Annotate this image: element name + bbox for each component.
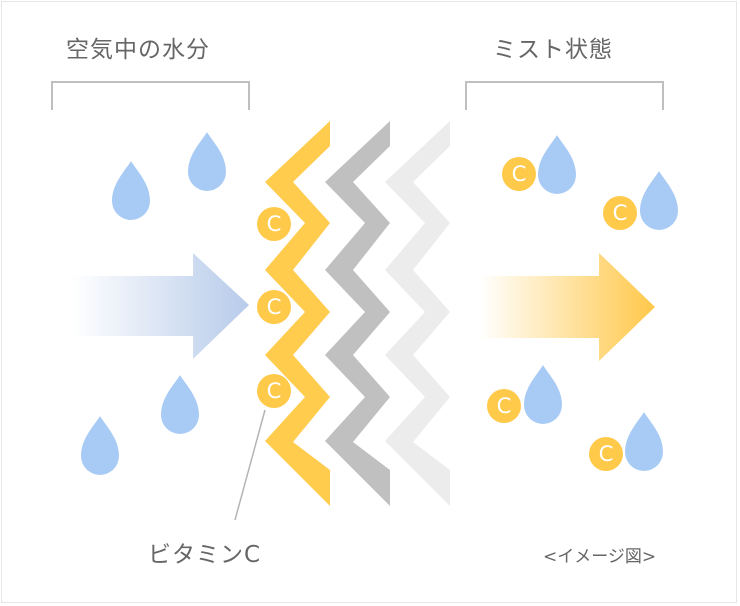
arrow-right-icon-mist [480, 253, 655, 361]
vitamin-c-badge-circle [502, 157, 536, 191]
image-note: <イメージ図> [543, 547, 657, 567]
vitamin-c-badge-letter: C [613, 201, 628, 226]
vitamin-c-badge-circle [257, 374, 291, 408]
title-moisture-in-air: 空気中の水分 [66, 37, 210, 63]
vitamin-c-badge-icon: C [487, 389, 521, 423]
vitamin-c-badge-icon: C [603, 196, 637, 230]
vitamin-c-label: ビタミンC [148, 542, 262, 568]
title-mist-state: ミスト状態 [493, 37, 613, 63]
vitamin-c-badge-letter: C [497, 394, 512, 419]
water-drop-icon [625, 412, 663, 471]
vitamin-c-leader-line [234, 409, 266, 521]
filter-zigzag-yellow [265, 121, 330, 506]
filter-zigzag-light [385, 121, 450, 506]
vitamin-c-badge-icon: C [257, 374, 291, 408]
vitamin-c-badge-circle [257, 207, 291, 241]
vitamin-c-badge-circle [589, 437, 623, 471]
vitamin-c-badge-letter: C [267, 295, 282, 320]
filter-zigzag-gray [325, 121, 390, 506]
vitamin-c-badge-letter: C [512, 162, 527, 187]
water-drop-icon [161, 375, 199, 434]
vitamin-c-badge-letter: C [599, 442, 614, 467]
vitamin-c-badge-icon: C [257, 290, 291, 324]
vitamin-c-badge-letter: C [267, 212, 282, 237]
water-drop-icon [538, 135, 576, 194]
arrow-right-icon-air [72, 253, 249, 359]
vitamin-c-badge-letter: C [267, 379, 282, 404]
water-drop-icon [112, 161, 150, 220]
vitamin-c-badge-circle [603, 196, 637, 230]
vitamin-c-badge-icon: C [502, 157, 536, 191]
water-drop-icon [81, 416, 119, 475]
bracket-left [51, 81, 250, 110]
water-drop-icon [640, 171, 678, 230]
vitamin-c-badge-icon: C [257, 207, 291, 241]
bracket-right [465, 81, 664, 110]
vitamin-c-badge-circle [487, 389, 521, 423]
vitamin-c-badge-icon: C [589, 437, 623, 471]
water-drop-icon [524, 365, 562, 424]
water-drop-icon [188, 132, 226, 191]
vitamin-c-badge-circle [257, 290, 291, 324]
